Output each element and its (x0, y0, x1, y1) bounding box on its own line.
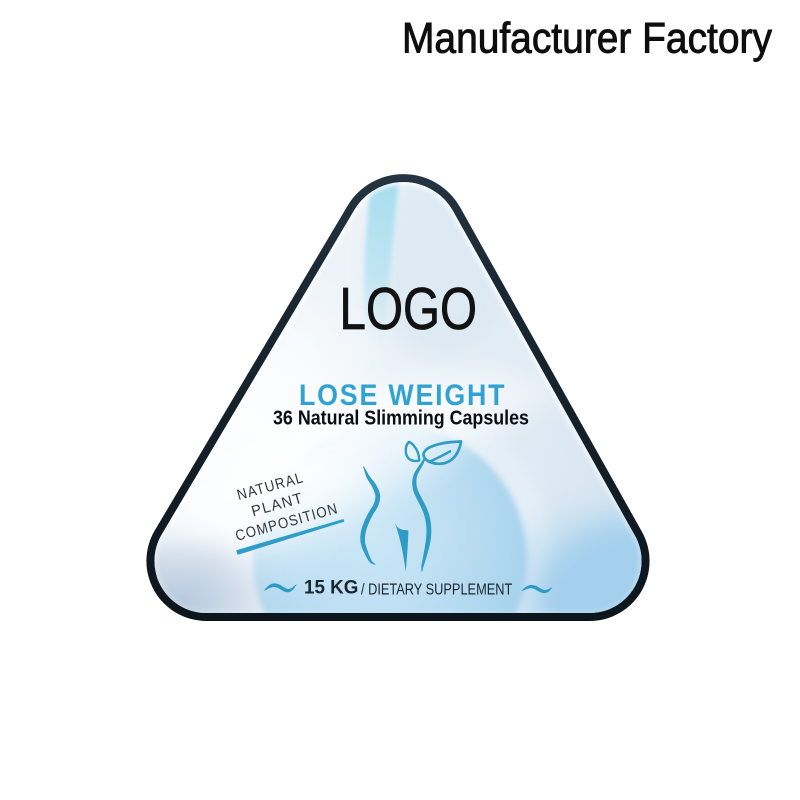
svg-text:36 Natural Slimming Capsules: 36 Natural Slimming Capsules (273, 408, 529, 430)
svg-text:15 KG: 15 KG (304, 577, 358, 598)
svg-text:Manufacturer Factory: Manufacturer Factory (402, 14, 772, 62)
svg-text:LOSE WEIGHT: LOSE WEIGHT (299, 379, 506, 413)
svg-text:LOGO: LOGO (340, 276, 478, 342)
svg-text:/ DIETARY SUPPLEMENT: / DIETARY SUPPLEMENT (361, 581, 512, 599)
